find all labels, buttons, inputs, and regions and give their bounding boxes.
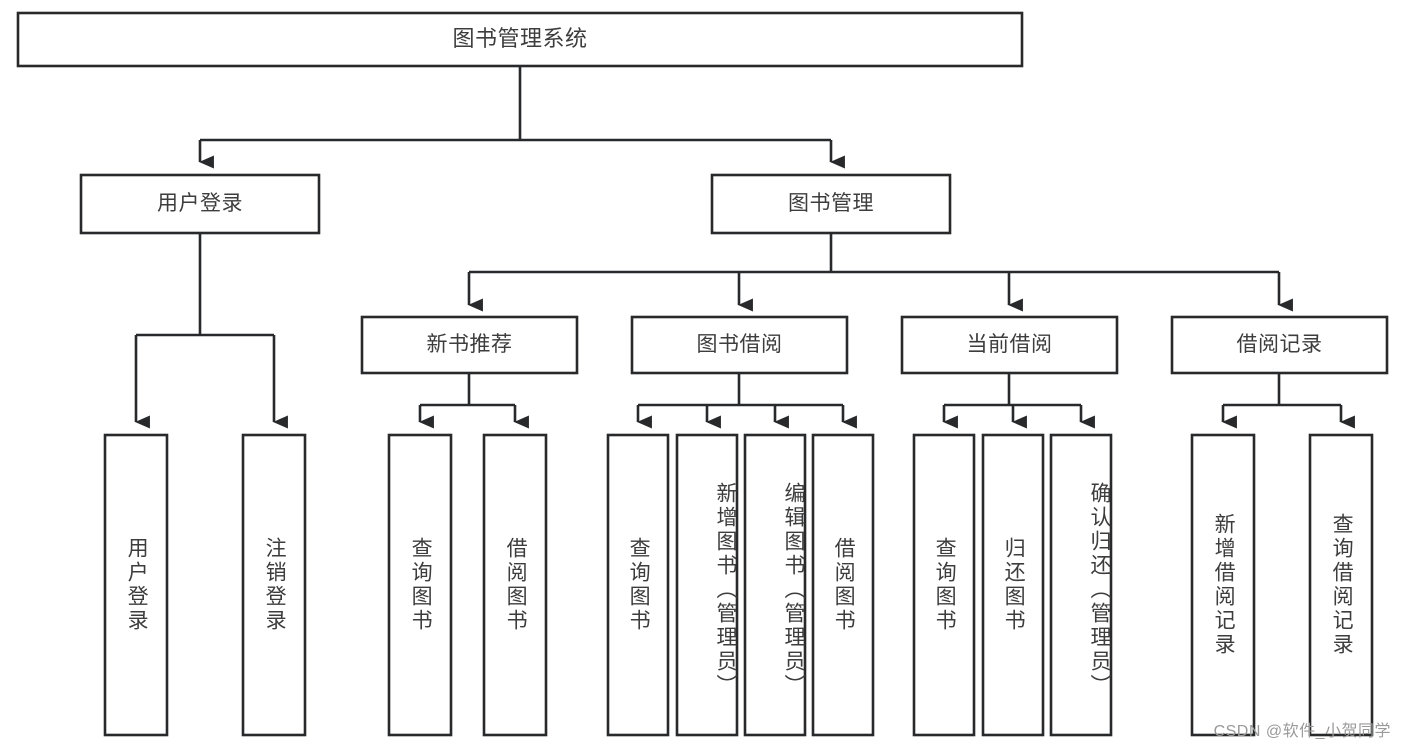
node-box-leaf-query-book-cur[interactable]	[912, 433, 976, 737]
node-box-borrow-record[interactable]	[1170, 315, 1389, 375]
node-box-leaf-edit-book[interactable]	[743, 433, 807, 737]
watermark-text: CSDN @软件_小贺同学	[1213, 723, 1391, 740]
node-box-leaf-borrow-book-rec[interactable]	[482, 433, 548, 737]
node-box-leaf-query-record[interactable]	[1308, 433, 1374, 737]
node-box-leaf-add-record[interactable]	[1190, 433, 1256, 737]
node-box-new-book-recommend[interactable]	[360, 315, 579, 375]
node-box-leaf-query-book-rec[interactable]	[387, 433, 453, 737]
node-box-user-login[interactable]	[79, 173, 321, 235]
node-box-leaf-logout[interactable]	[241, 433, 307, 737]
node-box-book-manage[interactable]	[710, 173, 952, 235]
node-box-current-borrow[interactable]	[900, 315, 1119, 375]
node-box-leaf-confirm-return[interactable]	[1049, 433, 1113, 737]
node-box-root[interactable]	[16, 11, 1024, 68]
node-box-leaf-add-book[interactable]	[675, 433, 739, 737]
node-box-leaf-return-book[interactable]	[981, 433, 1045, 737]
node-box-leaf-user-login[interactable]	[103, 433, 169, 737]
node-box-leaf-query-book-bor[interactable]	[606, 433, 670, 737]
node-box-book-borrow[interactable]	[630, 315, 849, 375]
node-box-leaf-borrow-book-bor[interactable]	[811, 433, 875, 737]
